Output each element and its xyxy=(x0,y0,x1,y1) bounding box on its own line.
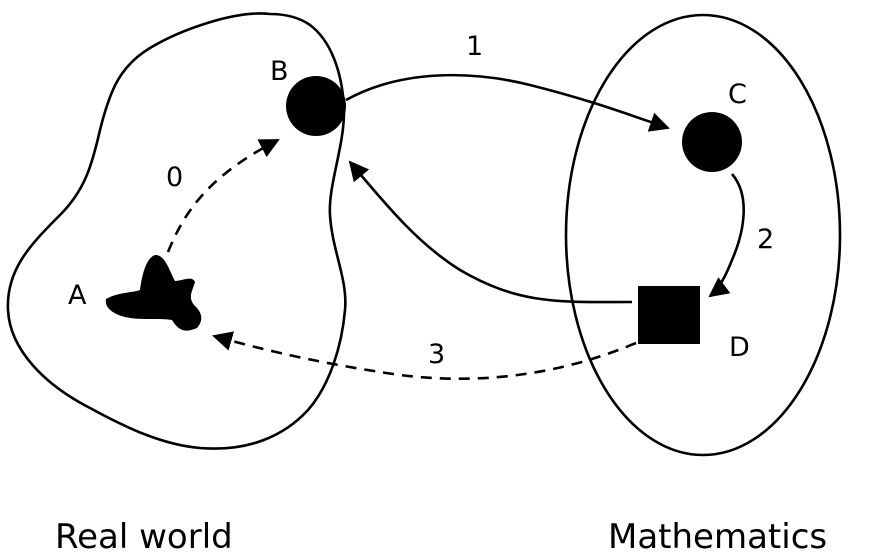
node-b-label: B xyxy=(270,56,289,87)
edge-c-to-d xyxy=(708,173,745,298)
node-a-shape xyxy=(105,254,202,331)
mathematics-region xyxy=(564,13,842,457)
edge-label-0: 0 xyxy=(166,162,183,193)
edge-label-2: 2 xyxy=(757,224,774,255)
edge-d-to-b xyxy=(348,160,633,304)
node-d-label: D xyxy=(729,332,750,363)
edge-label-1: 1 xyxy=(466,31,483,62)
real-world-region xyxy=(6,12,347,450)
node-c-label: C xyxy=(728,79,747,110)
node-d-square xyxy=(638,286,700,344)
edge-d-to-a xyxy=(212,331,637,381)
edge-label-3: 3 xyxy=(428,339,445,370)
real-world-title: Real world xyxy=(55,517,233,556)
edge-b-to-c xyxy=(345,73,670,132)
edge-a-to-b xyxy=(166,138,280,253)
node-a-label: A xyxy=(68,280,87,311)
node-b-circle xyxy=(286,76,346,136)
mathematics-title: Mathematics xyxy=(608,517,827,556)
node-c-circle xyxy=(682,112,742,172)
